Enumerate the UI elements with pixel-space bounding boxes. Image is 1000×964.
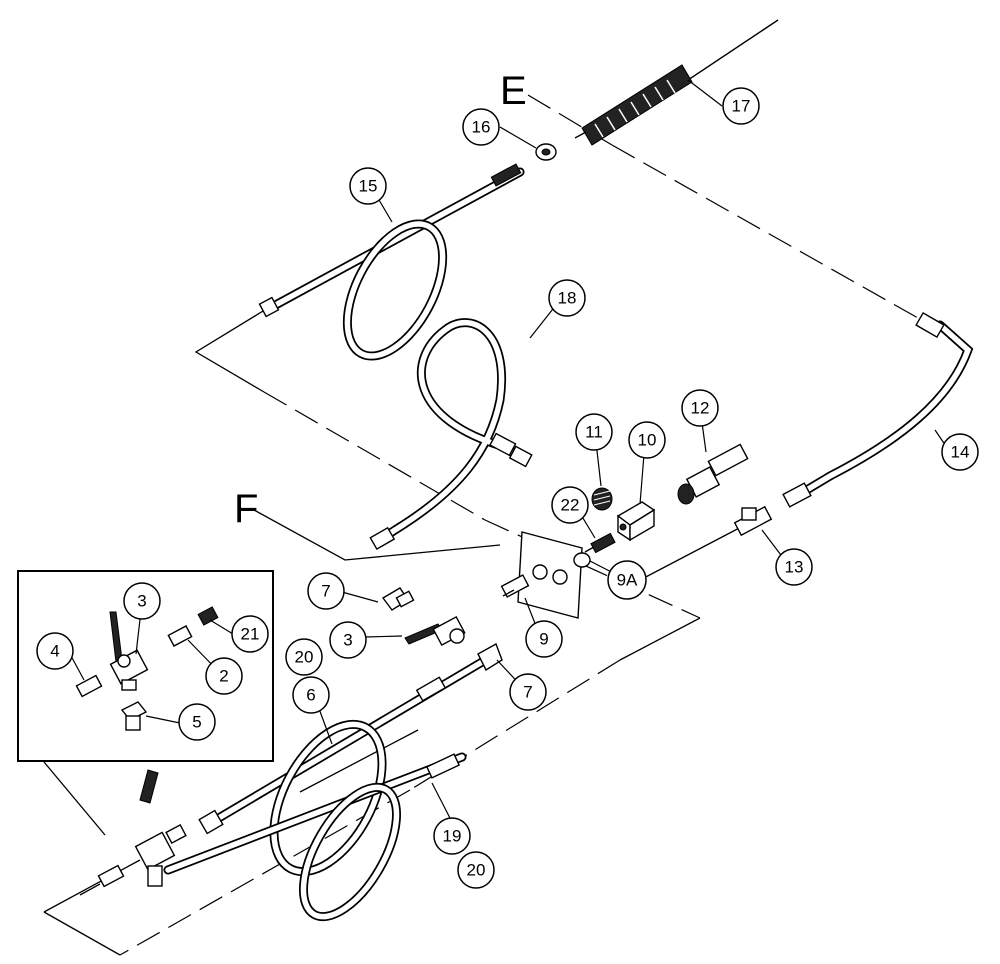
svg-text:21: 21 bbox=[241, 625, 260, 644]
inset-box bbox=[17, 570, 274, 762]
callout-7-lower: 7 bbox=[509, 673, 547, 711]
svg-text:10: 10 bbox=[638, 431, 657, 450]
part-22-fitting bbox=[584, 532, 616, 554]
callout-9a: 9A bbox=[607, 560, 647, 600]
svg-text:13: 13 bbox=[785, 558, 804, 577]
part-17-probe bbox=[574, 19, 779, 146]
callout-17: 17 bbox=[722, 87, 760, 125]
section-label-f: F bbox=[234, 487, 258, 531]
callout-12: 12 bbox=[681, 389, 719, 427]
part-13-tee bbox=[733, 505, 773, 537]
svg-text:20: 20 bbox=[295, 648, 314, 667]
svg-text:14: 14 bbox=[951, 443, 970, 462]
part-19-hose bbox=[163, 752, 467, 922]
callout-18: 18 bbox=[548, 279, 586, 317]
svg-text:22: 22 bbox=[561, 496, 580, 515]
callout-9: 9 bbox=[525, 620, 563, 658]
svg-text:12: 12 bbox=[691, 399, 710, 418]
callout-6: 6 bbox=[292, 676, 330, 714]
callout-15: 15 bbox=[349, 167, 387, 205]
svg-text:2: 2 bbox=[219, 667, 228, 686]
svg-text:17: 17 bbox=[732, 97, 751, 116]
part-15-hose bbox=[258, 163, 525, 361]
svg-text:16: 16 bbox=[472, 118, 491, 137]
part-6-hose bbox=[198, 642, 503, 877]
part-7-elbow-upper bbox=[381, 587, 415, 611]
svg-text:5: 5 bbox=[192, 713, 201, 732]
guide-lines bbox=[43, 94, 926, 956]
callout-13: 13 bbox=[775, 548, 813, 586]
callout-14: 14 bbox=[941, 433, 979, 471]
assembled-valve-lower bbox=[79, 769, 187, 896]
callout-19: 19 bbox=[433, 817, 471, 855]
svg-text:20: 20 bbox=[467, 861, 486, 880]
callout-22: 22 bbox=[551, 486, 589, 524]
part-14-hose bbox=[782, 311, 974, 508]
callout-20-lower: 20 bbox=[457, 851, 495, 889]
svg-text:4: 4 bbox=[50, 642, 59, 661]
part-9-fitting bbox=[500, 574, 530, 598]
callout-2: 2 bbox=[205, 657, 243, 695]
callout-21: 21 bbox=[231, 615, 269, 653]
callout-3-upper: 3 bbox=[329, 621, 367, 659]
part-3-valve-upper bbox=[404, 616, 466, 646]
callout-11: 11 bbox=[575, 413, 613, 451]
callout-16: 16 bbox=[462, 108, 500, 146]
svg-text:15: 15 bbox=[359, 177, 378, 196]
part-11-spring bbox=[591, 487, 613, 511]
callout-5: 5 bbox=[178, 703, 216, 741]
part-10-block bbox=[616, 501, 656, 542]
svg-text:9: 9 bbox=[539, 630, 548, 649]
callout-4: 4 bbox=[36, 632, 74, 670]
part-12-valve bbox=[677, 443, 749, 505]
section-label-e: E bbox=[500, 69, 527, 113]
svg-text:7: 7 bbox=[321, 582, 330, 601]
svg-text:3: 3 bbox=[137, 592, 146, 611]
svg-text:18: 18 bbox=[558, 289, 577, 308]
svg-text:19: 19 bbox=[443, 827, 462, 846]
callout-7-upper: 7 bbox=[307, 572, 345, 610]
svg-text:3: 3 bbox=[343, 631, 352, 650]
callout-20-upper: 20 bbox=[285, 638, 323, 676]
svg-text:11: 11 bbox=[585, 423, 603, 442]
callout-3-inset: 3 bbox=[123, 582, 161, 620]
svg-text:7: 7 bbox=[523, 683, 532, 702]
svg-text:6: 6 bbox=[306, 686, 315, 705]
part-18-hose bbox=[369, 318, 533, 551]
mounting-plate bbox=[517, 531, 591, 619]
svg-text:9A: 9A bbox=[617, 571, 638, 590]
callout-10: 10 bbox=[628, 421, 666, 459]
part-16-washer bbox=[535, 143, 557, 161]
